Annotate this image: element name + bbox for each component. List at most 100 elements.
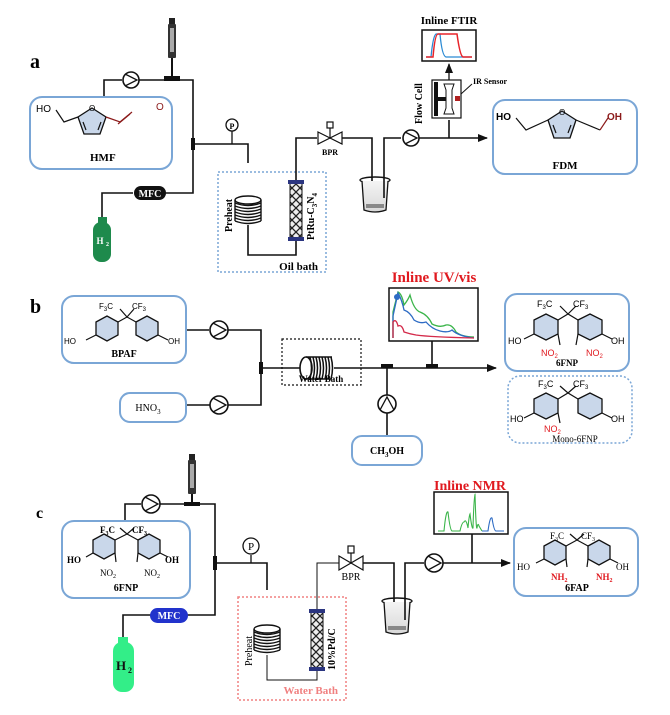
product-label: 6FNP: [556, 358, 578, 368]
byproduct-box-mono-6fnp: F3C CF3 HO OH NO2 Mono-6FNP: [507, 375, 633, 444]
bath-label: Oil bath: [279, 261, 318, 273]
pipe: [124, 503, 141, 521]
h2-cylinder-icon: H 2: [113, 637, 134, 692]
catalyst-column-icon: [309, 609, 325, 671]
atom-oh: OH: [165, 555, 179, 565]
reagent-label: HNO3: [135, 403, 161, 416]
syringe-icon: [164, 18, 180, 81]
mfc-label: MFC: [139, 189, 162, 200]
gas-subscript: 2: [106, 242, 109, 248]
atom-oh: OH: [611, 336, 625, 346]
atom-ho: HO: [508, 336, 522, 346]
atom-ho: HO: [64, 337, 76, 346]
bpr-label: BPR: [342, 572, 361, 583]
atom-oh: OH: [611, 414, 625, 424]
atom-f3c: F3C: [100, 525, 115, 537]
atom-ho: HO: [510, 414, 524, 424]
atom-f3c: F3C: [538, 379, 554, 391]
preheat-coil-icon: [234, 195, 262, 225]
panel-c: c F3C CF3 HO OH NO2 NO: [36, 454, 639, 701]
gas-label: H: [96, 236, 103, 246]
bpr-label: BPR: [322, 148, 338, 157]
flow-cell-icon: [431, 79, 462, 119]
syringe-icon: [184, 454, 200, 506]
reactant-label: 6FNP: [114, 583, 138, 594]
panel-a: a HO O O H: [29, 15, 638, 273]
atom-f3c: F3C: [99, 302, 113, 313]
reagent-box-hno3: HNO3: [119, 392, 187, 423]
pressure-label: P: [230, 122, 235, 131]
t-junction: [381, 364, 393, 368]
atom-oh: OH: [607, 112, 622, 123]
panel-b: b F3C CF3 HO OH BPAF HNO3: [30, 270, 633, 466]
atom-o: O: [89, 104, 95, 113]
catalyst-column-icon: [288, 180, 304, 241]
beaker-icon: [359, 176, 391, 213]
catalyst-label: 10%Pd/C: [327, 628, 338, 670]
catalyst-label: PtRu-C3N4: [306, 192, 319, 240]
pipe: [404, 562, 424, 620]
pipe: [139, 79, 194, 160]
pipe: [316, 562, 339, 609]
atom-no2: NO2: [586, 348, 604, 360]
oil-bath-box: [217, 171, 327, 273]
product-box-fdm: HO O OH FDM: [492, 99, 638, 175]
pipe: [165, 160, 194, 194]
t-junction: [213, 556, 217, 570]
pressure-label: P: [248, 541, 254, 553]
panel-label-a: a: [30, 51, 40, 73]
pump-icon: [424, 553, 444, 573]
pipe: [101, 192, 133, 220]
atom-o: O: [559, 108, 565, 117]
pipe: [383, 137, 401, 198]
reactant-label: BPAF: [111, 349, 136, 360]
ir-sensor-label: IR Sensor: [473, 77, 507, 86]
quench-label: CH3OH: [370, 446, 404, 459]
pump-icon: [209, 395, 229, 415]
reactant-label: HMF: [90, 152, 116, 164]
bpr-valve-icon: BPR: [317, 121, 343, 157]
analyzer-label: Inline FTIR: [421, 15, 479, 27]
reactant-box-hmf: HO O O HMF: [29, 96, 173, 170]
pump-icon: [209, 320, 229, 340]
preheat-label: Preheat: [244, 636, 255, 666]
preheat-label: Preheat: [224, 198, 235, 232]
h2-cylinder-icon: H 2: [93, 217, 111, 262]
bath-label: Water Bath: [299, 374, 344, 384]
pipe: [122, 614, 151, 640]
pressure-gauge-icon: P: [225, 118, 239, 144]
pointer-line: [460, 83, 473, 95]
atom-cf3: CF3: [581, 531, 595, 543]
byproduct-label: Mono-6FNP: [552, 434, 598, 444]
atom-no2: NO2: [100, 568, 116, 580]
reactant-box-6fnp: F3C CF3 HO OH NO2 NO2 6FNP: [61, 520, 191, 599]
gas-subscript: 2: [128, 666, 132, 675]
atom-nh2: NH2: [596, 572, 613, 584]
atom-ho: HO: [517, 562, 530, 572]
mfc-controller: MFC: [134, 186, 166, 200]
pipe: [217, 562, 268, 590]
uv-vis-spectrum-display: [388, 287, 479, 342]
ftir-spectrum-display: [421, 29, 477, 62]
panel-label-b: b: [30, 296, 41, 318]
preheat-coil-icon: [253, 624, 281, 654]
atom-ho: HO: [496, 112, 511, 123]
gas-label: H: [116, 658, 126, 673]
product-label: 6FAP: [565, 583, 589, 594]
pump-icon: [141, 494, 161, 514]
atom-o-carbonyl: O: [156, 102, 164, 113]
nmr-spectrum-display: [433, 491, 509, 535]
quench-box-ch3oh: CH3OH: [351, 435, 423, 466]
t-junction: [259, 362, 263, 374]
pipe: [228, 329, 262, 406]
analyzer-label: Inline NMR: [434, 479, 507, 494]
flow-cell-label: Flow Cell: [414, 83, 425, 124]
product-box-6fnp: F3C CF3 HO OH NO2 NO2 6FNP: [504, 293, 630, 372]
pressure-gauge-icon: P: [242, 537, 260, 563]
beaker-icon: [381, 597, 413, 635]
pump-icon: [377, 394, 397, 414]
atom-oh: OH: [168, 337, 180, 346]
reactant-box-bpaf: F3C CF3 HO OH BPAF: [61, 295, 187, 364]
pipe: [247, 225, 297, 256]
